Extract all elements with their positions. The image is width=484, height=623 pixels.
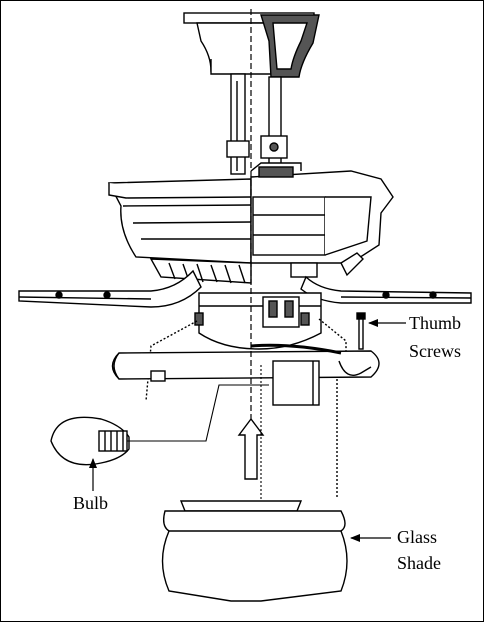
label-glass-shade-line2: Shade [397,553,441,573]
downrod [226,73,288,175]
bulb-leader-line [127,384,269,442]
up-arrow [237,417,265,480]
thumb-screw [356,312,366,350]
switch-cup [194,292,322,350]
label-glass-shade-line1: Glass [397,527,437,547]
label-thumb-screws-line1: Thumb [409,313,461,333]
fan-blade-right [300,275,472,304]
label-thumb-screws-line2: Screws [409,341,461,361]
light-socket [272,360,320,406]
light-fitter [111,343,380,382]
glass-shade [161,500,348,602]
light-bulb [50,416,130,466]
fan-blade-left [18,269,202,308]
motor-housing [107,162,394,284]
label-bulb: Bulb [73,493,108,513]
